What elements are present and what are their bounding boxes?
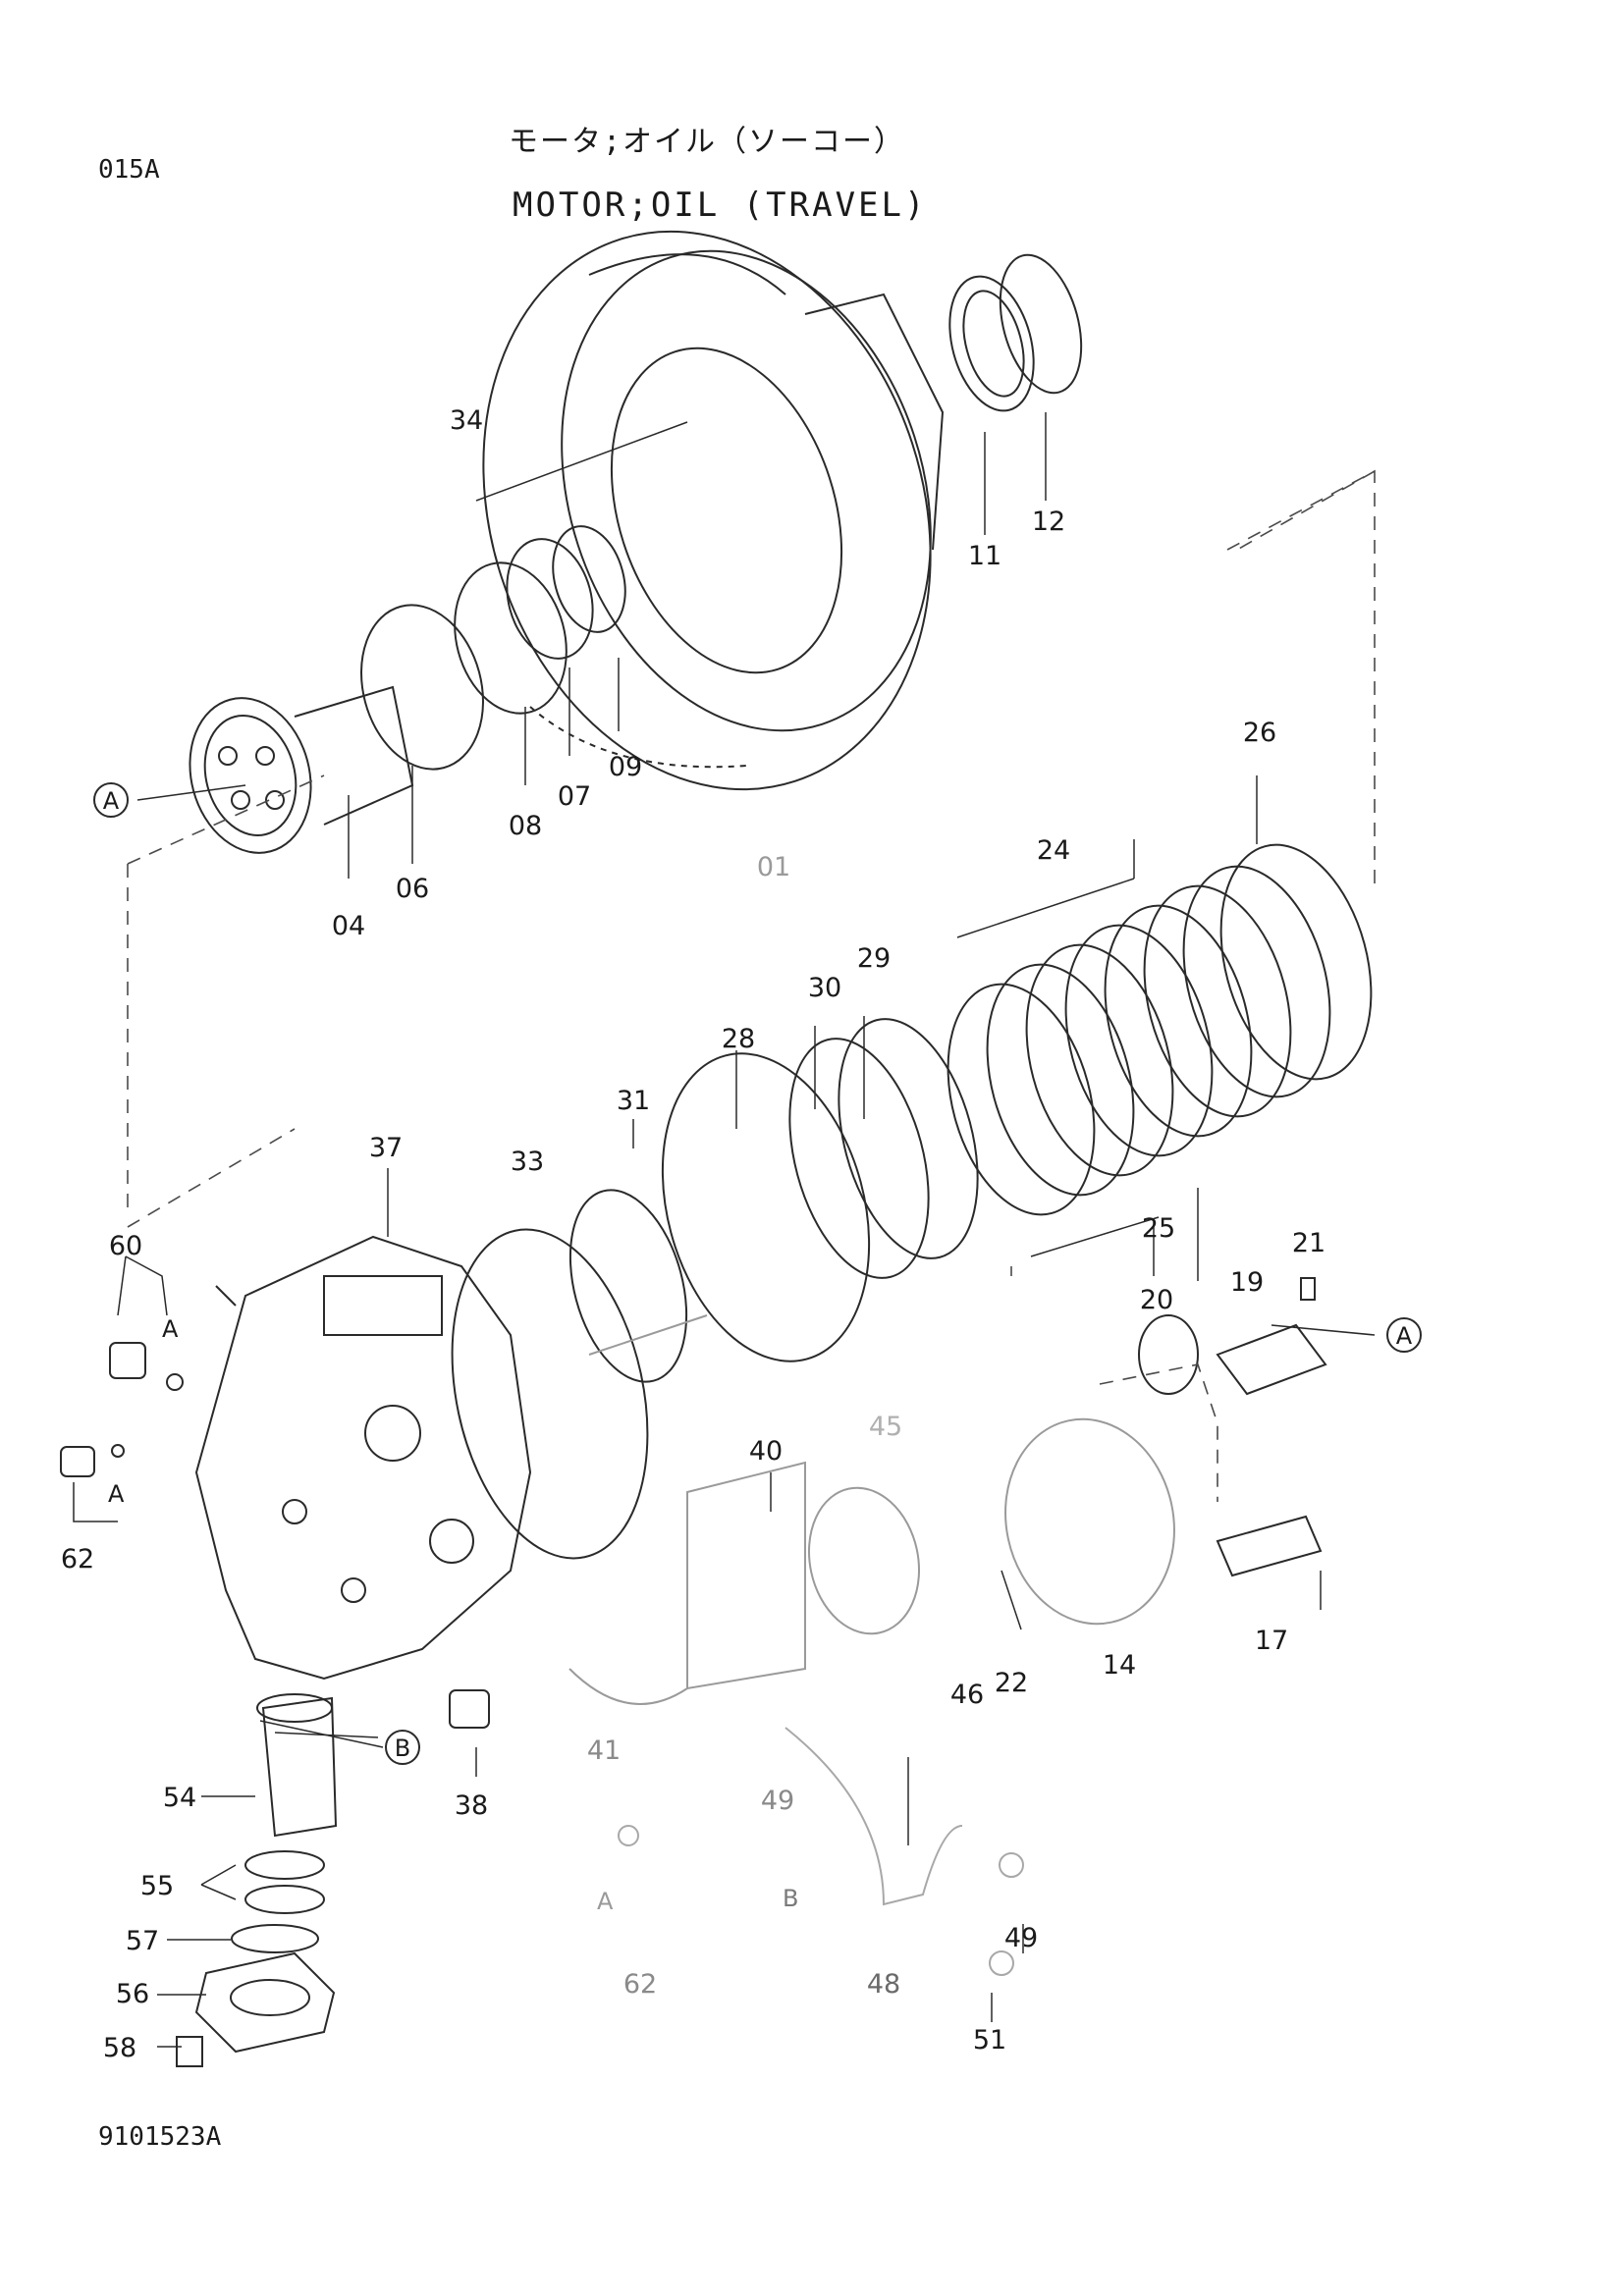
part-label-28: 28 [722,1024,755,1054]
seal-ring [948,253,1083,412]
part-label-33: 33 [511,1147,544,1177]
part-label-60: 60 [109,1231,142,1261]
bearings [360,525,626,771]
part-label-57: 57 [126,1926,159,1956]
part-label-19: 19 [1230,1267,1264,1298]
title-japanese: モータ;オイル（ソーコー） [509,125,906,159]
part-label-14: 14 [1103,1650,1136,1681]
part-label-37: 37 [369,1133,403,1163]
callout-a-right: A [1396,1322,1413,1350]
part-label-38: 38 [455,1790,488,1821]
callout-circles [93,782,1422,1765]
part-label-34: 34 [450,405,483,436]
part-label-48: 48 [867,1969,900,2000]
part-label-40: 40 [749,1436,783,1467]
part-label-49-faint: 49 [761,1786,794,1816]
motor-body [194,1228,649,1681]
part-label-09: 09 [609,752,642,782]
brake-disc-stack [947,843,1373,1216]
page-code: 015A [98,155,160,185]
lower-fittings [176,1693,338,2067]
part-label-22: 22 [995,1668,1028,1698]
ref-a-plug-60: A [162,1315,179,1343]
part-label-08: 08 [509,811,542,841]
piston-rings [568,1018,979,1383]
plugs [60,1342,490,1729]
part-label-58: 58 [103,2033,136,2063]
part-label-55: 55 [140,1871,174,1901]
part-label-56: 56 [116,1979,149,2009]
part-label-12: 12 [1032,507,1065,537]
part-label-45: 45 [869,1412,902,1442]
part-label-41: 41 [587,1735,621,1766]
hub-housing [482,230,945,791]
ref-b-faint: B [783,1885,798,1912]
ref-a-plug-62: A [108,1480,125,1508]
ref-a-faint: A [597,1888,614,1915]
part-label-06: 06 [396,874,429,904]
part-label-21: 21 [1292,1228,1325,1258]
leader-lines [73,412,1376,2048]
part-label-20: 20 [1140,1285,1173,1315]
elbow-fitting [618,1727,1024,1976]
part-label-29: 29 [857,943,891,974]
gear-shaft [189,685,414,854]
part-label-01: 01 [757,852,790,882]
guide-lines [127,469,1376,1502]
part-label-31: 31 [617,1086,650,1116]
part-label-51: 51 [973,2025,1006,2056]
part-label-30: 30 [808,973,841,1003]
part-label-26: 26 [1243,718,1276,748]
part-label-54: 54 [163,1783,196,1813]
part-label-49: 49 [1004,1923,1038,1953]
part-label-04: 04 [332,911,365,941]
part-label-46: 46 [950,1680,984,1710]
callout-b: B [395,1735,410,1762]
title-english: MOTOR;OIL (TRAVEL) [513,186,928,225]
part-label-24: 24 [1037,835,1070,866]
part-label-62-faint: 62 [623,1969,657,2000]
callout-a-left: A [103,787,120,815]
drawing-number: 9101523A [98,2122,222,2152]
part-label-07: 07 [558,781,591,812]
part-label-62: 62 [61,1544,94,1575]
part-label-11: 11 [968,541,1001,571]
part-label-17: 17 [1255,1626,1288,1656]
part-label-25: 25 [1142,1213,1175,1244]
valve-parts [1138,1277,1327,1577]
cylinder-block [568,1314,1175,1705]
